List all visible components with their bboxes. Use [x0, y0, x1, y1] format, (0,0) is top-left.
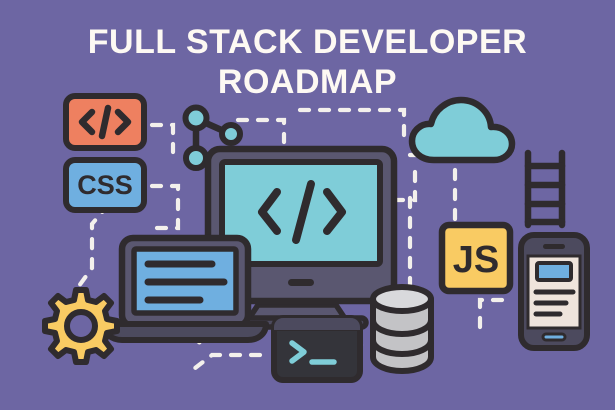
dashed-path-cloud-to-js [407, 152, 458, 227]
phone-media-block [535, 261, 573, 282]
dashed-path-top-to-cloud [297, 107, 407, 143]
git-node-bottom [183, 145, 209, 171]
smartphone[interactable] [518, 232, 590, 351]
phone-earpiece [543, 244, 565, 249]
monitor-code-glyph [258, 180, 346, 244]
phone-home-button [541, 332, 567, 342]
html-code-badge[interactable] [63, 93, 147, 151]
git-branch-graph [182, 104, 243, 171]
laptop-screen-text-lines [144, 260, 228, 304]
cloud-icon [408, 96, 516, 164]
dashed-path-node-to-monitor [235, 117, 287, 145]
phone-text-lines [533, 289, 576, 317]
database-divider-2 [370, 339, 434, 358]
cloud-shape [408, 96, 516, 164]
terminal-window[interactable] [271, 315, 363, 383]
ladder-icon [524, 149, 566, 229]
gear-hub [64, 309, 98, 343]
dashed-path-css-to-gear [73, 202, 111, 293]
dashed-path-phone-to-bottom [477, 297, 505, 333]
git-node-top [182, 104, 210, 132]
git-node-right [219, 122, 243, 146]
desktop-monitor[interactable] [204, 145, 398, 330]
gear-icon[interactable] [42, 287, 120, 365]
database-top-disc [370, 284, 434, 314]
css-badge-label: CSS [77, 170, 133, 200]
html-code-badge-glyph [78, 104, 132, 140]
database-divider-1 [370, 319, 434, 338]
monitor-logo-bar [288, 279, 314, 286]
dashed-path-terminal-to-bottomleft [187, 352, 263, 375]
laptop[interactable] [101, 234, 269, 343]
css-badge[interactable]: CSS [63, 157, 147, 213]
css-badge-box [63, 157, 147, 213]
javascript-badge[interactable]: JS [438, 221, 514, 295]
dashed-path-cloud-to-monitor [345, 169, 418, 203]
dashed-path-css-to-laptop [147, 183, 181, 231]
dashed-path-code-to-node [149, 122, 176, 155]
javascript-badge-label: JS [453, 239, 499, 281]
javascript-badge-box [438, 221, 514, 295]
terminal-prompt-glyph [289, 340, 337, 365]
database-icon[interactable] [370, 284, 434, 374]
terminal-titlebar [274, 318, 360, 330]
laptop-keyboard-deck [101, 321, 269, 343]
